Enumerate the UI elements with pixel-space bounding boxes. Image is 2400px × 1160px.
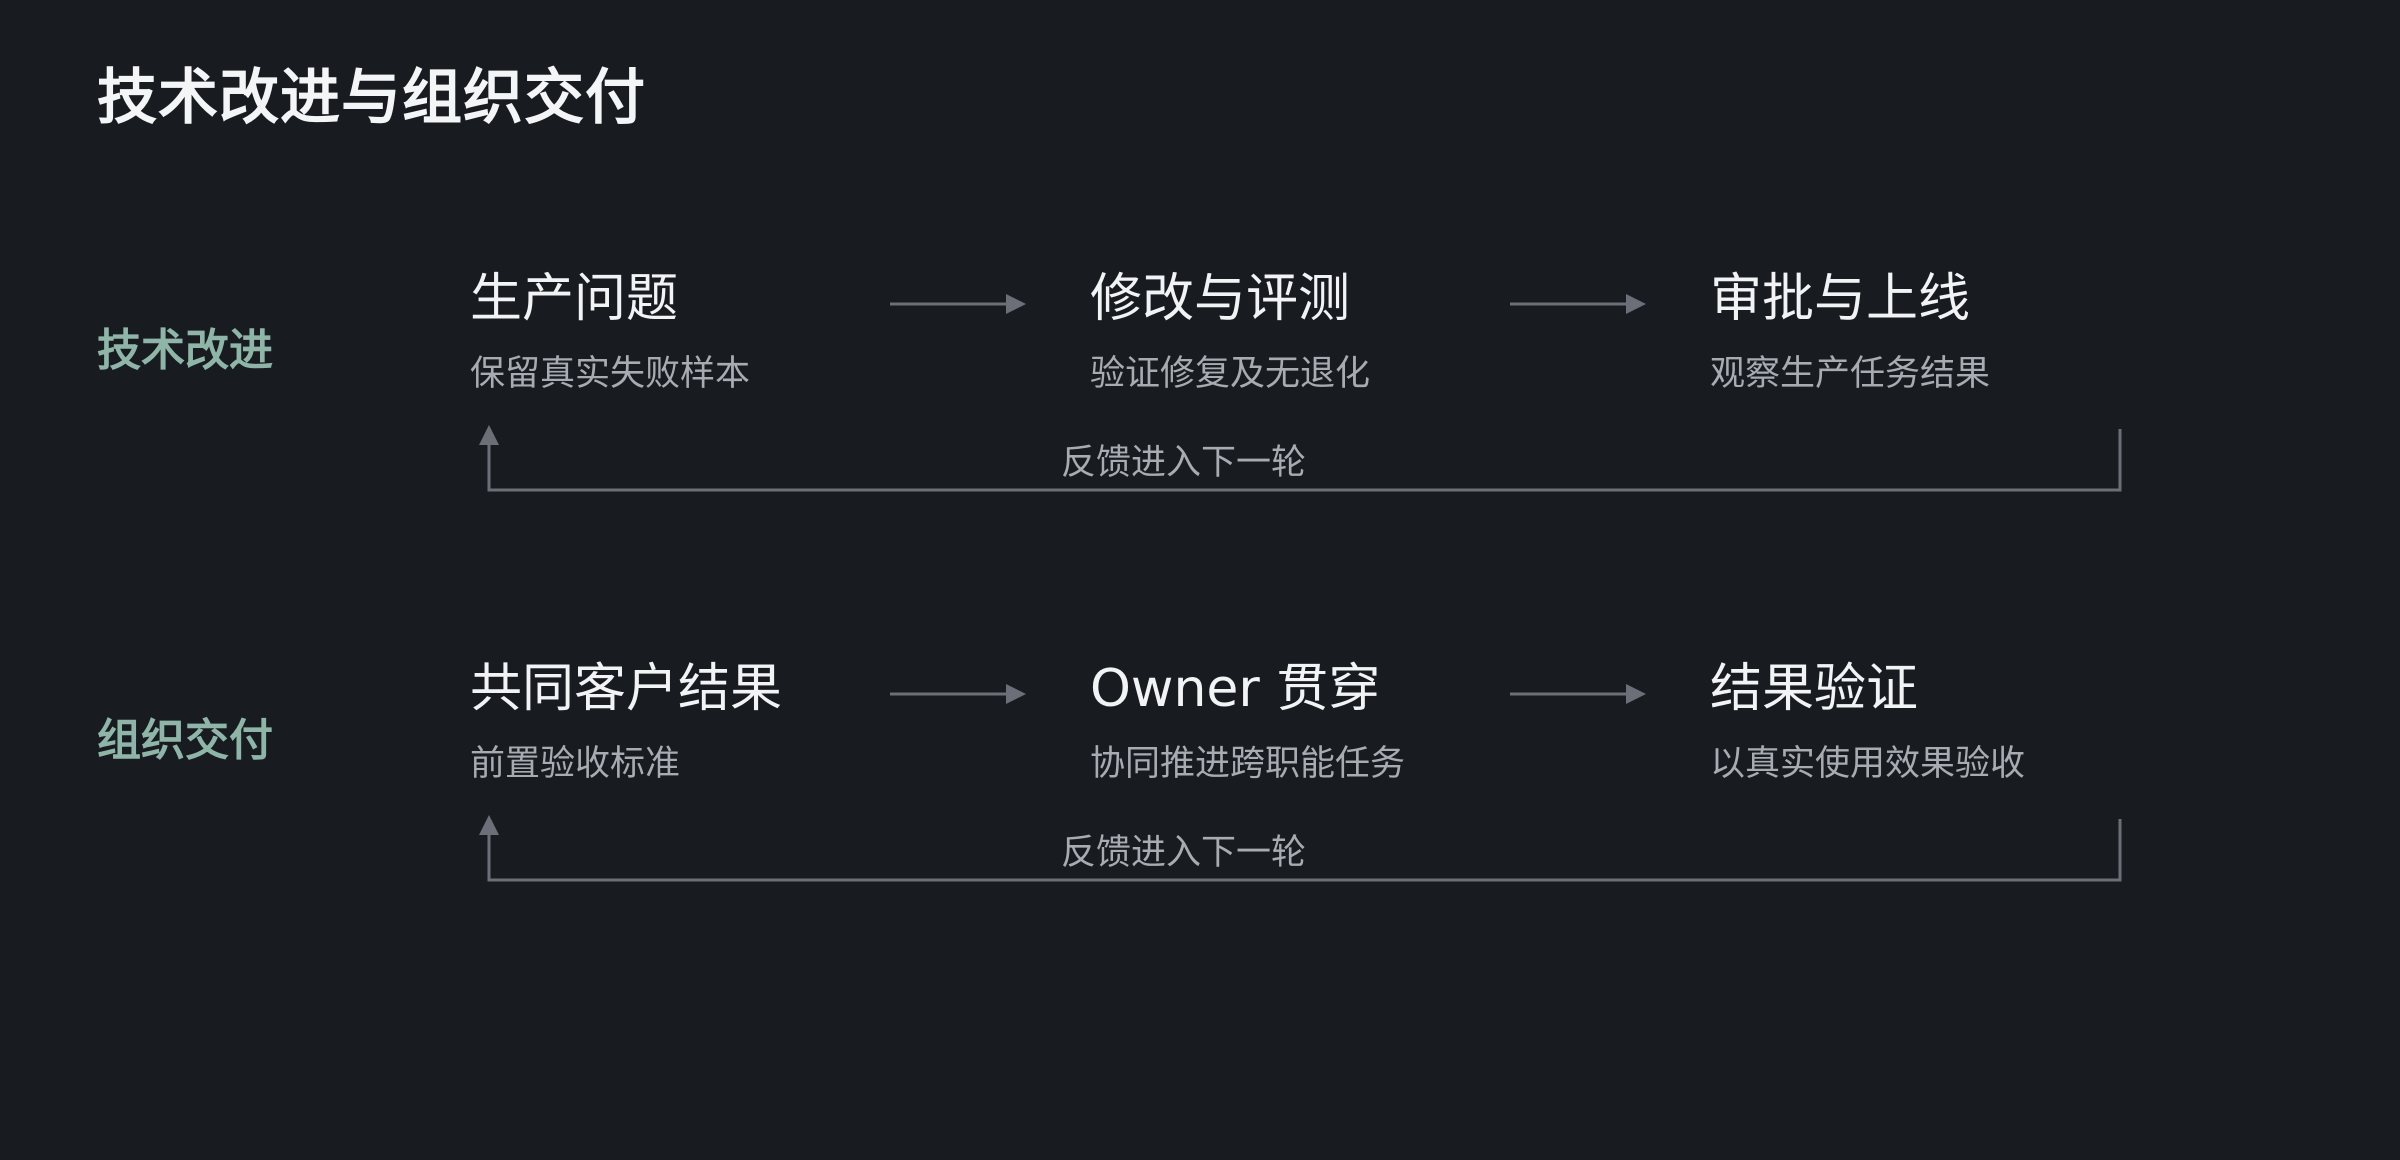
step-title: Owner 贯穿 (1090, 659, 1381, 719)
row2-arrow-2 (1510, 684, 1646, 704)
row-label-org: 组织交付 (97, 715, 273, 766)
step-title: 修改与评测 (1090, 269, 1351, 329)
row-label-tech: 技术改进 (97, 325, 273, 376)
row2-feedback-loop (479, 815, 2122, 882)
step-desc: 验证修复及无退化 (1090, 354, 1371, 394)
row1-arrow-1 (890, 294, 1026, 314)
page-title: 技术改进与组织交付 (97, 63, 646, 133)
step-title: 审批与上线 (1710, 269, 1971, 329)
step-title: 共同客户结果 (470, 659, 783, 719)
step-desc: 协同推进跨职能任务 (1090, 744, 1406, 784)
row1-arrow-2 (1510, 294, 1646, 314)
step-desc: 前置验收标准 (470, 744, 681, 784)
step-desc: 保留真实失败样本 (470, 354, 751, 394)
row2-arrow-1 (890, 684, 1026, 704)
feedback-label: 反馈进入下一轮 (1061, 443, 1307, 483)
step-desc: 观察生产任务结果 (1710, 354, 1991, 394)
feedback-label: 反馈进入下一轮 (1061, 833, 1307, 873)
step-title: 生产问题 (470, 269, 679, 329)
row1-feedback-loop (479, 425, 2122, 492)
step-desc: 以真实使用效果验收 (1710, 744, 2026, 784)
step-title: 结果验证 (1710, 659, 1919, 719)
